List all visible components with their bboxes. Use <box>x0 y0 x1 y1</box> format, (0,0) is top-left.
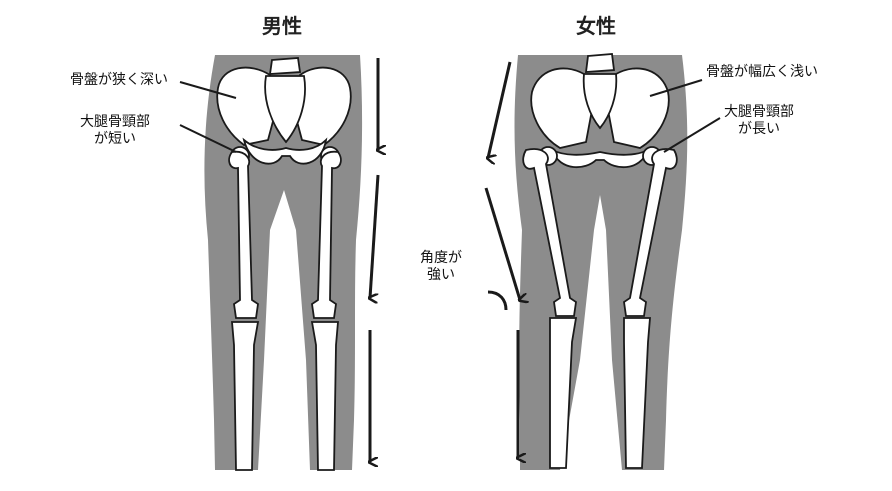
male-title: 男性 <box>262 14 302 38</box>
male-femur-left <box>228 150 259 319</box>
male-femurs <box>228 150 342 319</box>
female-arrows <box>484 61 520 458</box>
female-iliac-wing-right <box>607 67 670 149</box>
male-iliac-wing-left <box>216 66 277 146</box>
male-femoral-neck-label: 大腿骨頸部 が短い <box>80 114 150 148</box>
male-figure <box>179 55 378 471</box>
female-sacrum-top <box>584 53 616 73</box>
female-angle-label: 角度が 強い <box>420 250 462 284</box>
male-tibias <box>231 321 339 471</box>
female-figure <box>484 53 721 470</box>
male-pubic-arch <box>242 137 328 165</box>
male-tibia-left <box>231 321 260 471</box>
male-arrows <box>370 58 378 462</box>
female-pelvis-leader <box>649 79 703 97</box>
female-angle-label-line2: 強い <box>427 267 455 283</box>
female-pelvis-label: 骨盤が幅広く浅い <box>706 64 818 80</box>
female-sacrum <box>582 73 618 130</box>
female-title: 女性 <box>576 14 616 38</box>
female-femoral-neck-label: 大腿骨頸部 が長い <box>724 104 794 138</box>
female-femur-left <box>522 148 577 317</box>
female-femoral-neck-leader <box>663 117 721 153</box>
female-tibias <box>549 317 651 469</box>
female-angle-label-line1: 角度が <box>420 250 462 266</box>
female-femurs <box>522 148 678 317</box>
female-tibia-right <box>623 317 651 469</box>
female-femoral-neck-label-line2: が長い <box>738 121 780 137</box>
female-angle-mark <box>487 290 508 311</box>
female-femoral-neck-label-line1: 大腿骨頸部 <box>724 104 794 120</box>
male-arrow-middle <box>370 174 380 298</box>
male-pelvis-leader <box>179 81 237 99</box>
female-arrow-top <box>488 61 512 158</box>
male-femoral-neck-label-line1: 大腿骨頸部 <box>80 114 150 130</box>
female-femur-right <box>623 148 678 317</box>
male-sacrum <box>264 75 306 144</box>
male-femoral-neck-label-line2: が短い <box>94 131 136 147</box>
female-tibia-left <box>549 317 578 469</box>
male-tibia-right <box>310 321 339 471</box>
male-pelvis-label: 骨盤が狭く深い <box>70 72 168 88</box>
male-femur-right <box>311 150 342 319</box>
male-femoral-neck-leader <box>179 124 237 153</box>
male-sacrum-top <box>268 57 302 75</box>
female-iliac-wing-left <box>530 67 593 149</box>
female-arrow-middle <box>484 187 520 300</box>
